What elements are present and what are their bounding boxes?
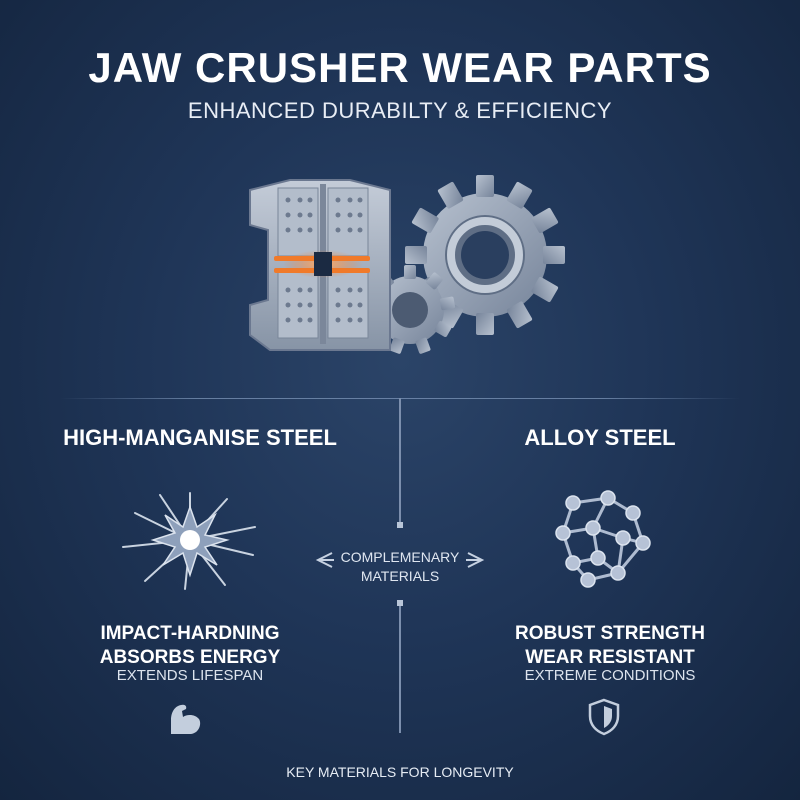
right-features: ROBUST STRENGTH WEAR RESISTANT bbox=[460, 622, 760, 670]
jaw-crusher-gears-icon bbox=[249, 175, 565, 354]
page-subtitle: ENHANCED DURABILTY & EFFICIENCY bbox=[187, 98, 613, 123]
left-subtext: EXTENDS LIFESPAN bbox=[116, 667, 264, 684]
footer-text: KEY MATERIALS FOR LONGEVITY bbox=[286, 764, 514, 780]
center-label-line1: COMPLEMENARY bbox=[340, 549, 460, 565]
vertical-divider-bottom bbox=[399, 603, 401, 733]
flexed-arm-icon bbox=[171, 704, 201, 734]
left-feature-line2: ABSORBS ENERGY bbox=[99, 647, 281, 668]
chevron-left-icon bbox=[315, 552, 334, 568]
right-feature-line1: ROBUST STRENGTH bbox=[515, 623, 705, 644]
left-column-title: HIGH-MANGANISE STEEL bbox=[63, 425, 337, 450]
center-label-line2: MATERIALS bbox=[360, 568, 440, 584]
left-feature-line1: IMPACT-HARDNING bbox=[100, 623, 280, 644]
chevron-right-icon bbox=[466, 552, 485, 568]
center-label: COMPLEMENARY MATERIALS bbox=[330, 548, 470, 586]
shield-icon bbox=[588, 698, 620, 736]
molecular-lattice-icon bbox=[555, 490, 651, 588]
impact-burst-icon bbox=[122, 492, 256, 590]
right-subtext: EXTREME CONDITIONS bbox=[524, 667, 696, 684]
vertical-divider-top bbox=[399, 398, 401, 526]
divider-dot-top bbox=[397, 522, 403, 528]
page-title: JAW CRUSHER WEAR PARTS bbox=[88, 44, 712, 91]
divider-dot-bottom bbox=[397, 600, 403, 606]
left-features: IMPACT-HARDNING ABSORBS ENERGY bbox=[40, 622, 340, 670]
right-feature-line2: WEAR RESISTANT bbox=[525, 647, 695, 668]
right-column-title: ALLOY STEEL bbox=[524, 425, 676, 450]
